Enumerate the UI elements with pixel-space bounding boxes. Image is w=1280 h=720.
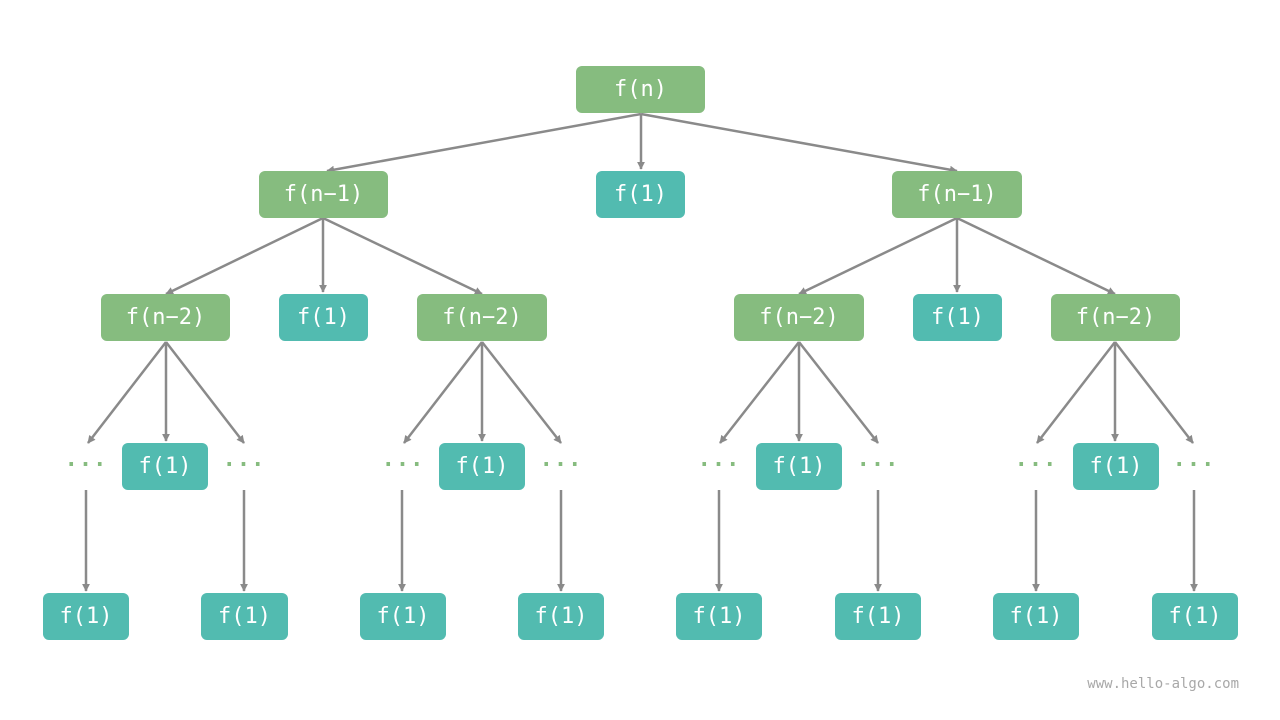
node-n1-mid: f(1) [596, 171, 685, 218]
edge-arrow-13 [403, 341, 483, 444]
node-n3-b: f(1) [439, 443, 525, 490]
edge-arrow-15 [481, 341, 562, 444]
edge-arrow-7 [798, 216, 958, 296]
ellipsis-7: ··· [1014, 453, 1058, 478]
ellipsis-1: ··· [64, 453, 108, 478]
ellipsis-3: ··· [381, 453, 425, 478]
node-leaf-7: f(1) [993, 593, 1079, 640]
ellipsis-2: ··· [222, 453, 266, 478]
node-leaf-2: f(1) [201, 593, 288, 640]
node-leaf-1: f(1) [43, 593, 129, 640]
node-n2-e: f(1) [913, 294, 1002, 341]
edge-arrow-18 [798, 341, 879, 444]
edge-arrow-9 [956, 216, 1116, 296]
node-n1-left: f(n−1) [259, 171, 388, 218]
node-n3-c: f(1) [756, 443, 842, 490]
edge-arrow-4 [165, 216, 324, 296]
edge-arrow-1 [326, 112, 642, 174]
node-root: f(n) [576, 66, 705, 113]
node-n2-a: f(n−2) [101, 294, 230, 341]
node-n2-c: f(n−2) [417, 294, 547, 341]
watermark: www.hello-algo.com [1087, 676, 1239, 692]
edge-arrow-10 [87, 341, 167, 444]
edge-arrow-6 [322, 216, 483, 296]
node-leaf-3: f(1) [360, 593, 446, 640]
node-leaf-5: f(1) [676, 593, 762, 640]
edge-arrow-3 [640, 112, 958, 174]
node-n1-right: f(n−1) [892, 171, 1022, 218]
node-n2-d: f(n−2) [734, 294, 864, 341]
edge-arrow-19 [1036, 341, 1116, 444]
node-leaf-6: f(1) [835, 593, 921, 640]
node-n3-d: f(1) [1073, 443, 1159, 490]
node-leaf-4: f(1) [518, 593, 604, 640]
ellipsis-5: ··· [697, 453, 741, 478]
node-n3-a: f(1) [122, 443, 208, 490]
node-n2-f: f(n−2) [1051, 294, 1180, 341]
ellipsis-4: ··· [539, 453, 583, 478]
edge-arrow-21 [1114, 341, 1194, 444]
edge-arrow-16 [719, 341, 800, 444]
edge-arrow-12 [165, 341, 245, 444]
node-leaf-8: f(1) [1152, 593, 1238, 640]
ellipsis-8: ··· [1172, 453, 1216, 478]
node-n2-b: f(1) [279, 294, 368, 341]
ellipsis-6: ··· [856, 453, 900, 478]
